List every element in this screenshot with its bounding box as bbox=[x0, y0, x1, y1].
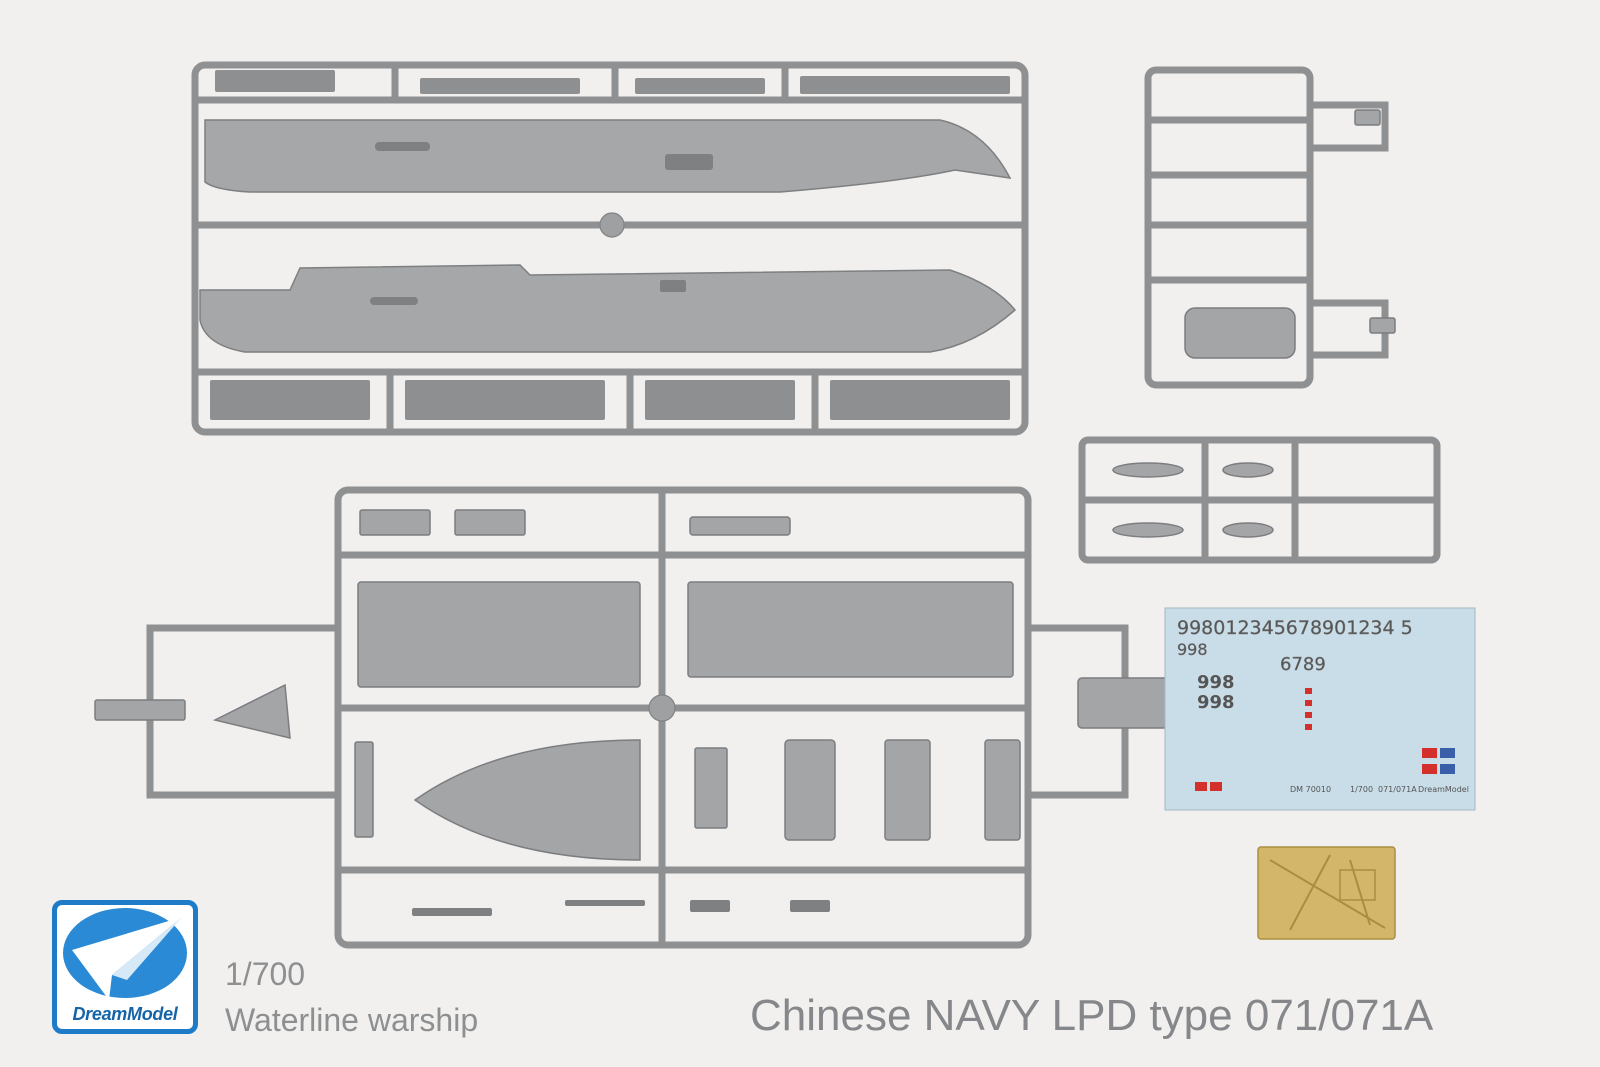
decal-kit-code: DM 70010 bbox=[1290, 785, 1331, 794]
kit-type-label: Waterline warship bbox=[225, 1002, 479, 1038]
decal-hull-number-black-2: 998 bbox=[1197, 692, 1235, 713]
decal-brand: DreamModel bbox=[1418, 785, 1469, 794]
decal-scale: 1/700 bbox=[1350, 785, 1373, 794]
deck-sprue bbox=[94, 486, 1169, 949]
hull-sprue bbox=[191, 61, 1029, 436]
decal-number-row: 998012345678901234 5 bbox=[1177, 617, 1413, 639]
hull-half-lower bbox=[199, 264, 1017, 353]
well-deck-part bbox=[687, 581, 1014, 678]
decal-sheet: 998012345678901234 5 998 6789 998 998 DM… bbox=[1164, 607, 1476, 811]
paper-plane-icon bbox=[63, 908, 187, 1000]
helicopter-sprue bbox=[1078, 436, 1441, 564]
flight-deck-part bbox=[357, 581, 641, 688]
product-title: Chinese NAVY LPD type 071/071A bbox=[750, 991, 1434, 1040]
dreammodel-logo: DreamModel bbox=[52, 900, 198, 1034]
decal-hull-number-mid: 6789 bbox=[1280, 654, 1326, 675]
bow-deck-part bbox=[413, 739, 641, 861]
decal-hull-number-black-1: 998 bbox=[1197, 672, 1235, 693]
photo-etch-fret bbox=[1257, 846, 1396, 940]
small-parts-sprue bbox=[1144, 66, 1396, 389]
decal-hull-number-small: 998 bbox=[1177, 640, 1208, 659]
scale-label: 1/700 bbox=[225, 956, 306, 992]
hull-half-upper bbox=[204, 119, 1012, 193]
decal-model-types: 071/071A bbox=[1378, 785, 1417, 794]
brand-name: DreamModel bbox=[72, 1004, 178, 1024]
